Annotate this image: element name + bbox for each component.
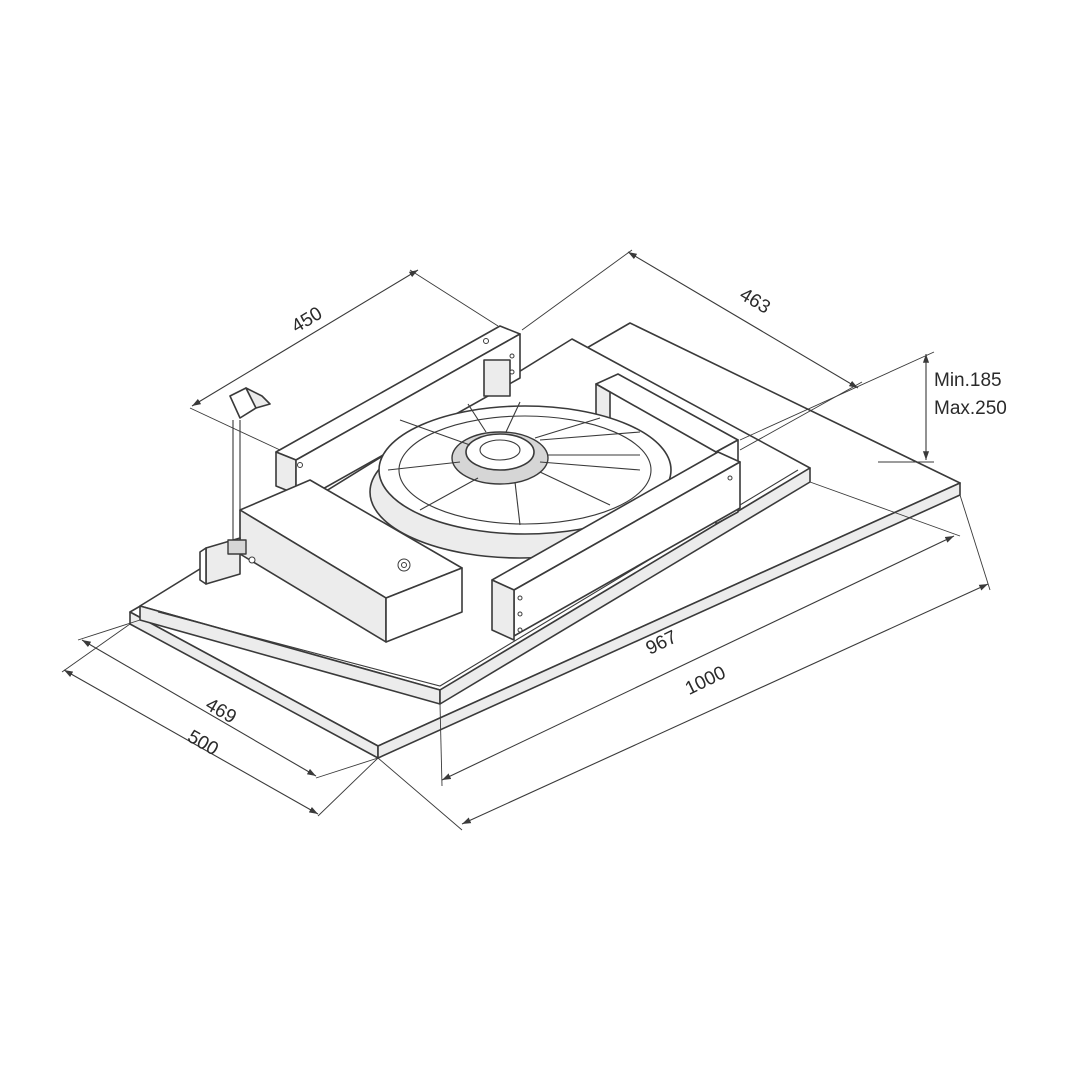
dim-1000-label: 1000 [682, 662, 729, 699]
dim-469-label: 469 [202, 694, 240, 728]
dim-height: Min.185 Max.250 [739, 351, 1007, 463]
dim-450-label: 450 [288, 303, 326, 337]
dim-height-max: Max.250 [934, 398, 1007, 419]
dim-500-label: 500 [184, 726, 222, 760]
dim-height-min: Min.185 [934, 370, 1002, 391]
dim-463-label: 463 [736, 284, 774, 318]
